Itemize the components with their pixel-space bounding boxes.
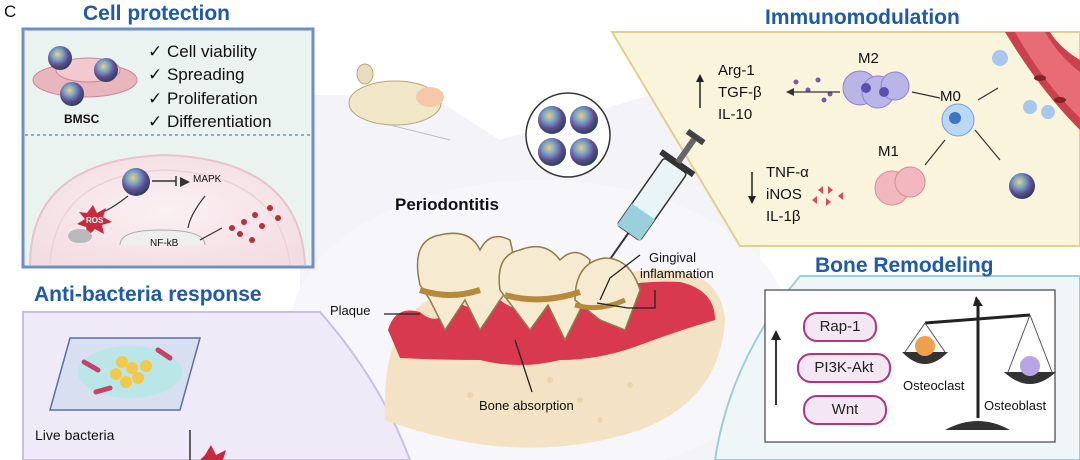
nanoparticle-zoom — [525, 92, 611, 178]
osteoclast-label: Osteoclast — [903, 378, 965, 393]
osteoblast-label: Osteoblast — [984, 398, 1047, 413]
m2-marker: TGF-β — [718, 84, 762, 101]
pathway-pill-pi3k-akt: PI3K-Akt — [797, 353, 891, 383]
mouse-illustration — [348, 63, 451, 141]
immunomodulation-title: Immunomodulation — [765, 6, 960, 29]
gingival-line: Gingival — [649, 250, 696, 265]
periodontitis-title: Periodontitis — [395, 195, 499, 214]
checklist-item: ✓ Differentiation — [148, 112, 272, 131]
m0-label: M0 — [940, 88, 961, 105]
m1-marker: iNOS — [766, 186, 802, 203]
m2-marker: Arg-1 — [718, 62, 755, 79]
syringe — [604, 128, 706, 267]
anti-bacteria-title: Anti-bacteria response — [34, 283, 262, 306]
m1-marker: TNF-α — [766, 164, 809, 181]
bmsc-label: BMSC — [64, 112, 100, 126]
gingival-inflammation-label: Gingival inflammation — [640, 250, 714, 282]
live-bacteria-label: Live bacteria — [35, 427, 115, 443]
bone-remodeling-panel — [713, 275, 1080, 460]
plaque-label: Plaque — [330, 303, 371, 318]
checklist-item: ✓ Cell viability — [148, 42, 257, 61]
cell-protection-panel — [21, 27, 315, 269]
m1-label: M1 — [878, 143, 899, 160]
bone-absorption-label: Bone absorption — [479, 398, 574, 413]
checklist-item: ✓ Spreading — [148, 65, 245, 84]
anti-bacteria-panel — [22, 311, 412, 460]
m2-marker: IL-10 — [718, 106, 753, 123]
leader-lines — [384, 254, 656, 393]
m1-marker: IL-1β — [766, 208, 801, 225]
immunomodulation-panel — [610, 31, 1080, 247]
checklist-item: ✓ Proliferation — [148, 89, 258, 108]
pathway-pill-rap1: Rap-1 — [803, 312, 877, 342]
nfkb-label: NF-kB — [150, 238, 179, 249]
teeth-illustration — [384, 232, 725, 448]
cell-protection-title: Cell protection — [83, 2, 231, 25]
mapk-label: MAPK — [193, 174, 222, 185]
bone-remodeling-title: Bone Remodeling — [815, 254, 994, 277]
inflammation-line: inflammation — [640, 266, 714, 281]
panel-letter: C — [4, 2, 17, 21]
ros-label: ROS — [86, 216, 104, 225]
m2-label: M2 — [858, 50, 879, 67]
pathway-pill-wnt: Wnt — [803, 395, 887, 425]
